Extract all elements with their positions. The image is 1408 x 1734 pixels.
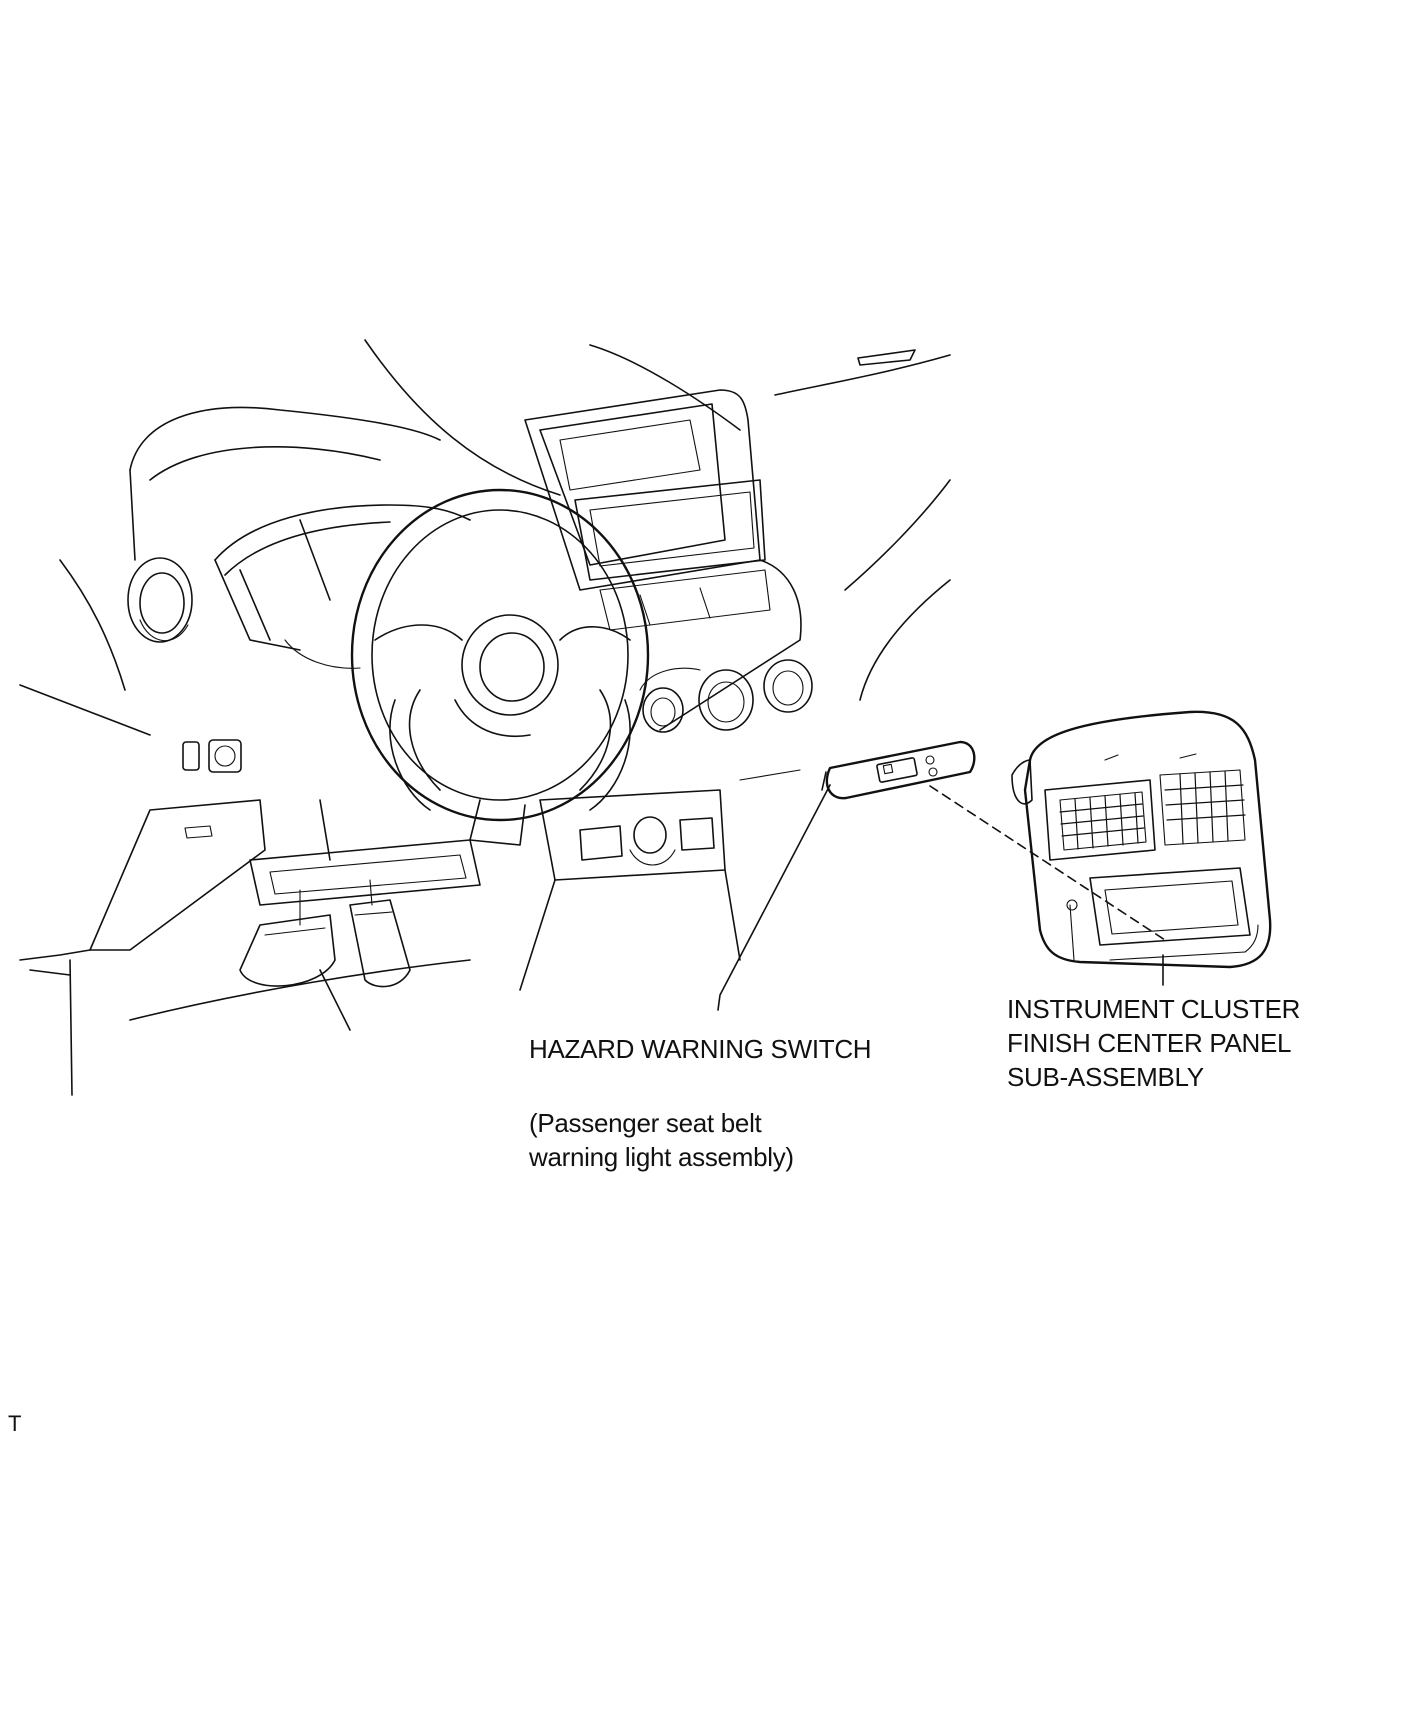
- left-lower-panel: [19, 739, 481, 1096]
- corner-mark: T: [8, 1407, 21, 1441]
- hazard-switch-label-text: HAZARD WARNING SWITCH: [529, 1034, 872, 1064]
- passenger-note-line-1: (Passenger seat belt: [529, 1108, 762, 1138]
- passenger-note-line-2: warning light assembly): [529, 1142, 794, 1172]
- assembly-dashed-line: [929, 785, 1166, 941]
- cluster-panel-label-line-2: FINISH CENTER PANEL: [1007, 1028, 1292, 1058]
- finish-center-panel-part: [1011, 710, 1272, 969]
- cluster-panel-label-line-3: SUB-ASSEMBLY: [1007, 1062, 1204, 1092]
- pedals: [129, 879, 471, 1031]
- finish-panel-vent-grid: [1059, 770, 1246, 850]
- steering-wheel: [350, 488, 650, 846]
- cluster-panel-label-line-1: INSTRUMENT CLUSTER: [1007, 994, 1301, 1024]
- hazard-switch-leader-line: [717, 784, 831, 1011]
- dashboard-upper-shell: [19, 339, 951, 736]
- meter-hood: [214, 504, 471, 669]
- corner-mark-text: T: [8, 1411, 22, 1436]
- left-air-vent: [127, 557, 193, 643]
- center-stack-audio: [524, 389, 802, 731]
- hazard-warning-switch-part: [821, 740, 976, 800]
- passenger-seat-belt-note: (Passenger seat belt warning light assem…: [529, 1106, 794, 1174]
- hazard-switch-label: HAZARD WARNING SWITCH: [529, 1032, 872, 1066]
- cluster-panel-label: INSTRUMENT CLUSTER FINISH CENTER PANEL S…: [1007, 992, 1300, 1094]
- climate-dials: [639, 659, 813, 733]
- lower-console: [519, 769, 801, 991]
